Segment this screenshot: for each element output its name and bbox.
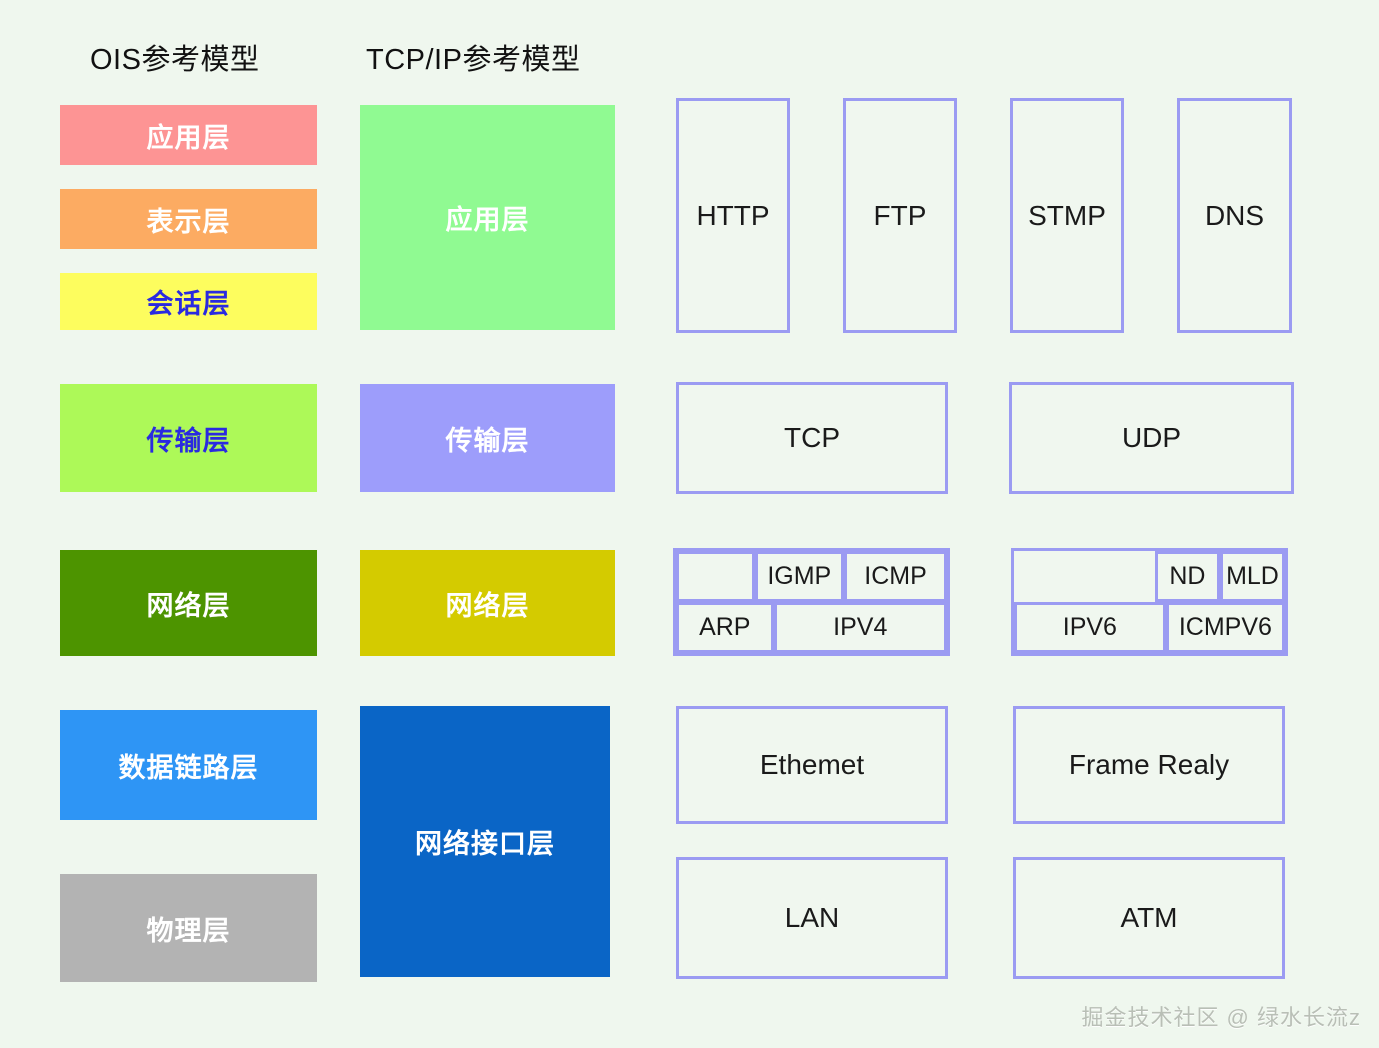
protocol-box-ethernet[interactable]: Ethemet: [676, 706, 948, 824]
osi-layer-application-label: 应用层: [146, 122, 231, 153]
osi-layer-network: 网络层: [60, 550, 317, 656]
protocol-cell-ipv4-empty[interactable]: [676, 551, 755, 602]
tcpip-layer-transport-label: 传输层: [445, 425, 530, 456]
tcpip-layer-network-interface: 网络接口层: [360, 706, 610, 977]
osi-layer-transport-label: 传输层: [146, 425, 231, 456]
protocol-label-frame-relay: Frame Realy: [1068, 749, 1230, 780]
osi-layer-transport: 传输层: [60, 384, 317, 492]
protocol-label-dns: DNS: [1204, 199, 1265, 231]
osi-layer-network-label: 网络层: [146, 590, 231, 621]
protocol-cell-nd[interactable]: ND: [1154, 551, 1220, 602]
watermark: 掘金技术社区 @ 绿水长流z: [1081, 1005, 1361, 1030]
protocol-cell-ipv6-empty: [1014, 551, 1155, 602]
protocol-label-udp: UDP: [1121, 422, 1182, 453]
osi-layer-presentation: 表示层: [60, 189, 317, 249]
protocol-cell-ipv6[interactable]: IPV6: [1014, 602, 1166, 653]
protocol-cell-mld[interactable]: MLD: [1219, 551, 1285, 602]
protocol-box-ftp[interactable]: FTP: [843, 98, 957, 333]
protocol-label-lan: LAN: [784, 902, 840, 933]
tcpip-layer-transport: 传输层: [360, 384, 615, 492]
protocol-box-tcp[interactable]: TCP: [676, 382, 948, 494]
tcpip-layer-application-label: 应用层: [445, 205, 530, 235]
tcpip-layer-network-label: 网络层: [445, 590, 530, 621]
protocol-group-ipv4-bottom-row: ARP IPV4: [676, 602, 947, 653]
protocol-cell-ipv4[interactable]: IPV4: [773, 602, 947, 653]
protocol-label-ftp: FTP: [873, 199, 927, 231]
protocol-cell-igmp[interactable]: IGMP: [754, 551, 844, 602]
protocol-cell-arp[interactable]: ARP: [676, 602, 774, 653]
protocol-group-ipv6: ND MLD IPV6 ICMPV6: [1011, 548, 1288, 656]
osi-layer-datalink-label: 数据链路层: [118, 752, 259, 783]
tcpip-layer-network: 网络层: [360, 550, 615, 656]
protocol-box-udp[interactable]: UDP: [1009, 382, 1294, 494]
tcpip-layer-network-interface-label: 网络接口层: [415, 829, 555, 859]
protocol-box-dns[interactable]: DNS: [1177, 98, 1292, 333]
protocol-cell-icmp[interactable]: ICMP: [844, 551, 947, 602]
protocol-label-http: HTTP: [696, 199, 770, 231]
protocol-group-ipv6-bottom-row: IPV6 ICMPV6: [1014, 602, 1285, 653]
osi-layer-session-label: 会话层: [146, 289, 231, 319]
protocol-group-ipv4: IGMP ICMP ARP IPV4: [673, 548, 950, 656]
protocol-group-ipv4-top-row: IGMP ICMP: [676, 551, 947, 602]
protocol-group-ipv6-top-row: ND MLD: [1014, 551, 1285, 602]
osi-layer-physical-label: 物理层: [146, 915, 231, 946]
osi-layer-datalink: 数据链路层: [60, 710, 317, 820]
protocol-label-stmp: STMP: [1028, 199, 1106, 231]
tcpip-column-title: TCP/IP参考模型: [366, 44, 581, 76]
protocol-box-http[interactable]: HTTP: [676, 98, 790, 333]
protocol-label-atm: ATM: [1120, 902, 1178, 933]
osi-layer-presentation-label: 表示层: [146, 206, 231, 237]
protocol-label-tcp: TCP: [784, 422, 840, 453]
protocol-box-frame-relay[interactable]: Frame Realy: [1013, 706, 1285, 824]
osi-layer-application: 应用层: [60, 105, 317, 165]
protocol-box-atm[interactable]: ATM: [1013, 857, 1285, 979]
protocol-box-lan[interactable]: LAN: [676, 857, 948, 979]
protocol-cell-icmpv6[interactable]: ICMPV6: [1165, 602, 1285, 653]
protocol-box-stmp[interactable]: STMP: [1010, 98, 1124, 333]
osi-column-title: OIS参考模型: [90, 44, 260, 76]
osi-layer-physical: 物理层: [60, 874, 317, 982]
tcpip-layer-application: 应用层: [360, 105, 615, 330]
protocol-label-ethernet: Ethemet: [759, 749, 865, 780]
osi-layer-session: 会话层: [60, 273, 317, 330]
